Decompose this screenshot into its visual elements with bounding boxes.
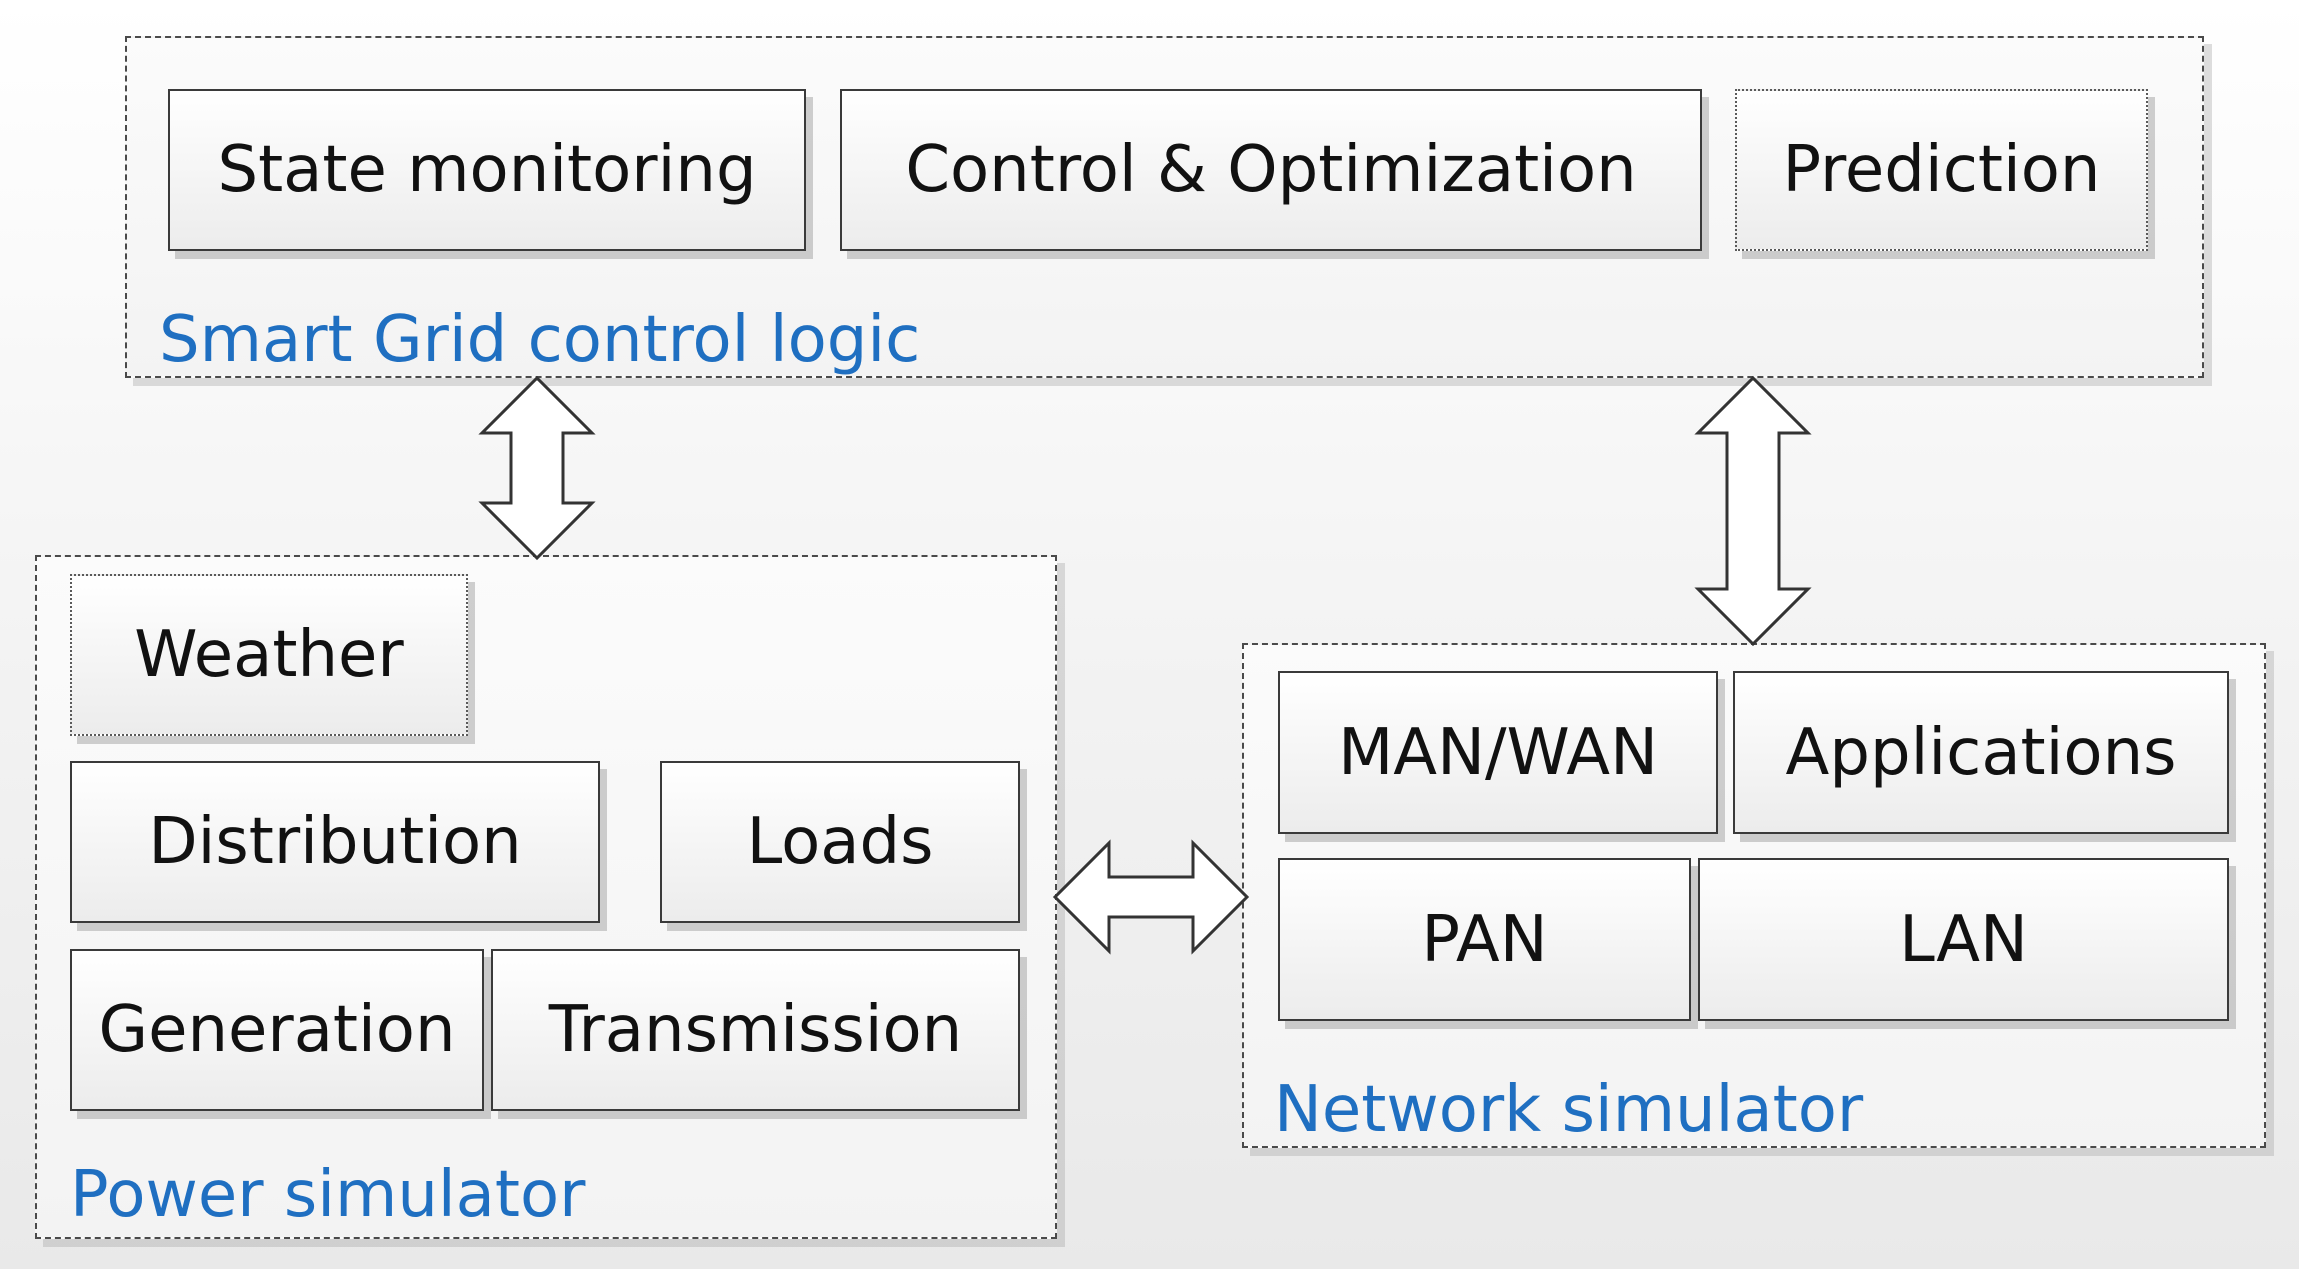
pan-box: PAN (1278, 858, 1691, 1021)
transmission-box: Transmission (491, 949, 1020, 1111)
weather-box: Weather (70, 574, 468, 736)
arrow-power-network (1052, 839, 1250, 955)
arrow-control-network (1694, 375, 1812, 647)
power-simulator-label: Power simulator (70, 1158, 586, 1232)
state-monitoring-box: State monitoring (168, 89, 806, 251)
control-logic-label: Smart Grid control logic (159, 303, 921, 377)
lan-box: LAN (1698, 858, 2229, 1021)
man-wan-box: MAN/WAN (1278, 671, 1718, 834)
generation-box: Generation (70, 949, 484, 1111)
arrow-control-power (478, 375, 596, 561)
loads-box: Loads (660, 761, 1020, 923)
control-optimization-box: Control & Optimization (840, 89, 1702, 251)
distribution-box: Distribution (70, 761, 600, 923)
network-simulator-label: Network simulator (1274, 1073, 1864, 1147)
prediction-box: Prediction (1735, 89, 2148, 251)
applications-box: Applications (1733, 671, 2229, 834)
